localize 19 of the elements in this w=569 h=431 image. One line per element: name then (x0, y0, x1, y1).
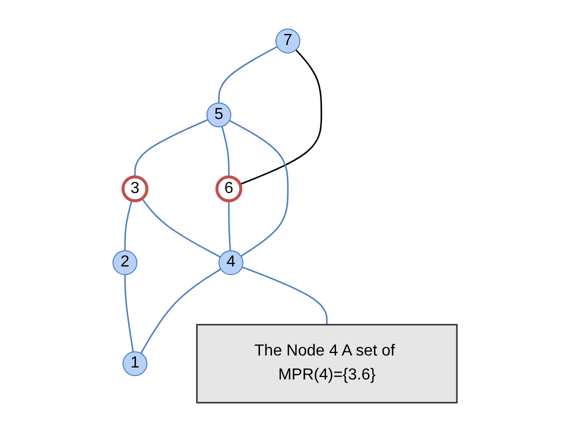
connector (218, 46, 278, 103)
connector (228, 200, 231, 250)
connector (239, 49, 322, 185)
node-box: The Node 4 A set of MPR(4)={3.6} (196, 324, 458, 404)
connector (134, 118, 208, 177)
node-circle: 6 (214, 175, 242, 202)
connector (228, 120, 288, 256)
connector (140, 198, 220, 258)
node-circle: 7 (274, 28, 300, 54)
connector (241, 266, 328, 324)
connector (140, 268, 221, 354)
connector (124, 200, 132, 250)
node-circle: 4 (218, 250, 243, 275)
node-circle: 5 (206, 102, 231, 128)
connector (220, 126, 230, 177)
connector (124, 274, 134, 352)
node-circle: 2 (112, 250, 137, 275)
node-circle: 3 (121, 175, 148, 202)
node-circle: 1 (122, 350, 147, 376)
